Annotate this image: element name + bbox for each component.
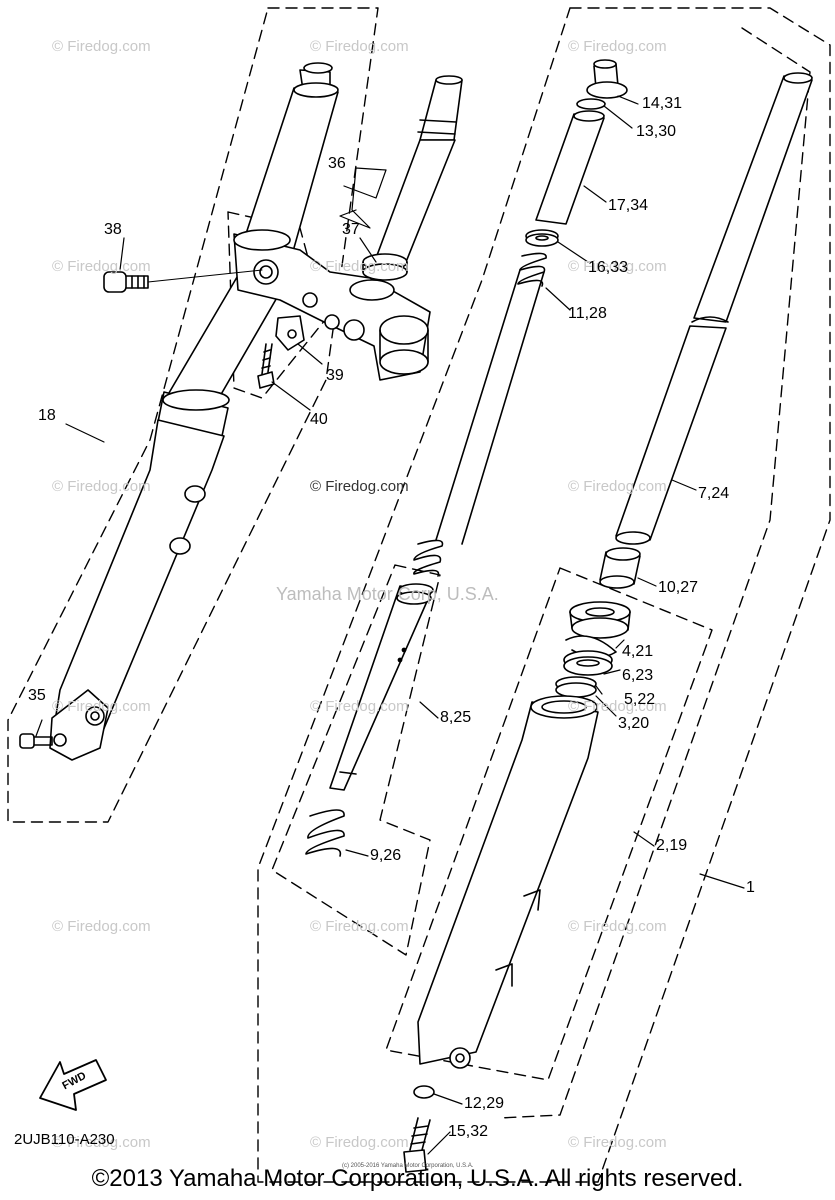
watermark: © Firedog.com (310, 478, 409, 495)
diagram-code: 2UJB110-A230 (14, 1131, 115, 1148)
damper-bolt (403, 1117, 431, 1173)
watermark: © Firedog.com (52, 478, 151, 495)
left-fork-assembly (49, 62, 339, 761)
copyright-footer: ©2013 Yamaha Motor Corporation, U.S.A. A… (91, 1165, 744, 1192)
dust-seal (569, 601, 631, 639)
spacer-tube (535, 110, 605, 225)
part-label-2-19: 2,19 (656, 837, 688, 854)
spring-seat (525, 229, 559, 247)
outer-tube-outline (385, 567, 713, 1081)
watermark: © Firedog.com (310, 1134, 409, 1151)
part-label-35: 35 (28, 687, 46, 704)
part-label-3-20: 3,20 (618, 715, 650, 732)
part-label-5-22: 5,22 (624, 691, 656, 708)
watermark: © Firedog.com (568, 38, 667, 55)
part-label-17-34: 17,34 (608, 197, 649, 214)
fwd-arrow-icon (39, 1059, 107, 1111)
part-label-4-21: 4,21 (622, 643, 654, 660)
part-label-6-23: 6,23 (622, 667, 654, 684)
bracket-bolt (257, 343, 275, 389)
part-label-38: 38 (104, 221, 122, 238)
part-label-1: 1 (746, 879, 755, 896)
part-label-10-27: 10,27 (658, 579, 699, 596)
cap-bolt (586, 59, 628, 99)
part-label-14-31: 14,31 (642, 95, 683, 112)
inner-tube (615, 72, 813, 545)
watermark: © Firedog.com (310, 918, 409, 935)
watermark: © Firedog.com (310, 698, 409, 715)
watermark: © Firedog.com (568, 918, 667, 935)
axle-pinch-bolt (19, 733, 53, 749)
damper-rod-outline (271, 564, 441, 956)
watermark: © Firedog.com (52, 698, 151, 715)
part-label-39: 39 (326, 367, 344, 384)
watermark: © Firedog.com (52, 38, 151, 55)
watermark: © Firedog.com (52, 258, 151, 275)
watermark: © Firedog.com (310, 258, 409, 275)
slide-metal (599, 547, 641, 589)
leader-lines (35, 95, 745, 1155)
watermark: © Firedog.com (568, 698, 667, 715)
part-label-13-30: 13,30 (636, 123, 677, 140)
watermark: © Firedog.com (568, 258, 667, 275)
part-label-16-33: 16,33 (588, 259, 629, 276)
inner-tube-outline (499, 27, 811, 1119)
watermark: © Firedog.com (310, 38, 409, 55)
watermark: © Firedog.com (568, 478, 667, 495)
copper-washer (413, 1085, 435, 1099)
watermark: © Firedog.com (52, 1134, 151, 1151)
oil-seal (563, 650, 613, 676)
seal-washer (555, 676, 597, 698)
part-label-7-24: 7,24 (698, 485, 730, 502)
part-label-18: 18 (38, 407, 56, 424)
left-fork-outline (7, 7, 379, 823)
part-label-9-26: 9,26 (370, 847, 402, 864)
part-label-12-29: 12,29 (464, 1095, 505, 1112)
watermark: © Firedog.com (52, 918, 151, 935)
part-label-37: 37 (342, 221, 360, 238)
dashed-group-outlines (7, 7, 831, 1183)
watermark: © Firedog.com (568, 1134, 667, 1151)
footer-small-print: (c) 2005-2016 Yamaha Motor Corporation, … (342, 1163, 474, 1169)
part-label-11-28: 11,28 (568, 305, 607, 322)
outer-tube (417, 695, 599, 1069)
rebound-spring (305, 809, 345, 857)
part-label-36: 36 (328, 155, 346, 172)
yamaha-watermark: Yamaha Motor Corp, U.S.A. (276, 584, 499, 604)
o-ring (576, 98, 606, 110)
part-label-40: 40 (310, 411, 328, 428)
part-label-15-32: 15,32 (448, 1123, 489, 1140)
pinch-bolt (103, 269, 263, 293)
damper-rod (329, 583, 434, 791)
right-fork-outline (257, 7, 831, 1183)
fork-spring (413, 252, 547, 577)
part-label-8-25: 8,25 (440, 709, 472, 726)
